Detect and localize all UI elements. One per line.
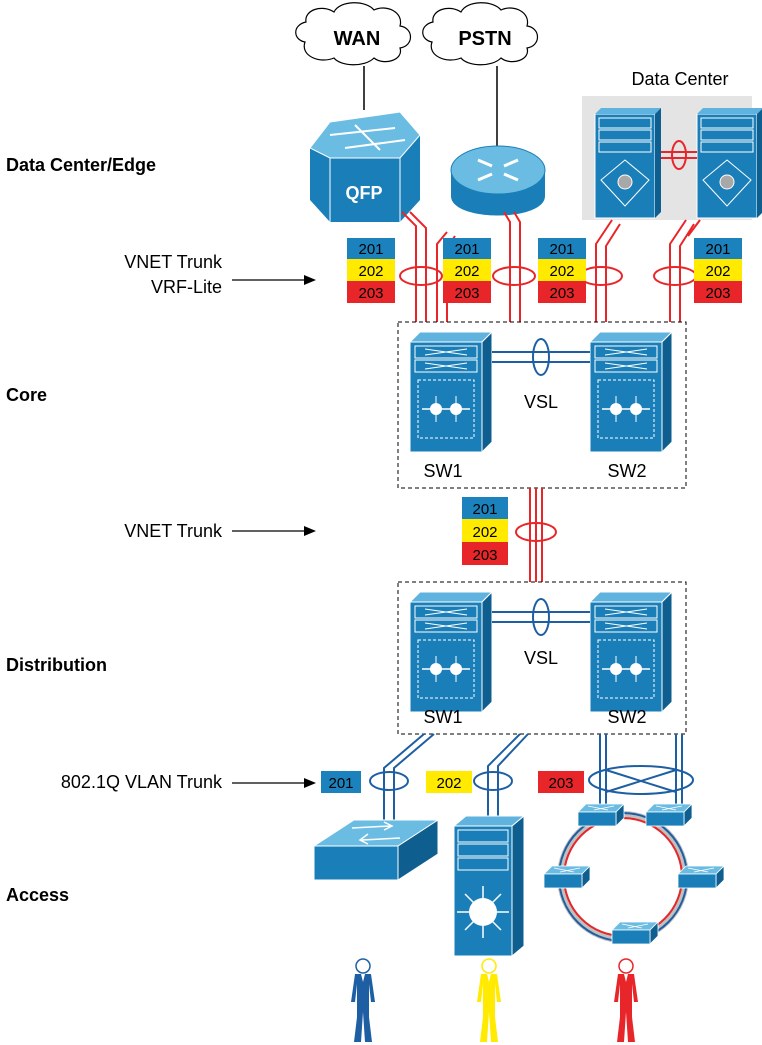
vlan-203-tag: 203: [705, 285, 730, 302]
vlan-tag-stack: 201 202 203: [443, 238, 491, 303]
core-sw2-icon: [589, 331, 673, 453]
layer-distribution-label: Distribution: [6, 655, 107, 675]
edge-core-links: [401, 211, 701, 322]
distribution-vss-box: [397, 581, 687, 735]
dist-sw1-icon: [409, 591, 493, 713]
vlan-tag-stack: 201 202 203: [462, 497, 508, 565]
core-sw1-icon: [409, 331, 493, 453]
vlan-tag-stack: 201 202 203: [694, 238, 742, 303]
vlan-tag-stack: 201 202 203: [538, 238, 586, 303]
pstn-cloud: PSTN: [422, 2, 539, 66]
core-sw2-label: SW2: [607, 461, 646, 481]
pstn-router-icon: [450, 145, 546, 216]
arrow-icon: [232, 275, 316, 285]
vnet-trunk-2-label: VNET Trunk: [124, 521, 223, 541]
vlan-202-tag: 202: [358, 263, 383, 280]
layer-access-label: Access: [6, 885, 69, 905]
dot1q-trunk-label: 802.1Q VLAN Trunk: [61, 772, 223, 792]
qfp-router-icon: QFP: [309, 111, 421, 222]
ring-switch-icon: [543, 865, 591, 889]
data-center-box: Data Center: [582, 69, 762, 220]
svg-text:201: 201: [328, 775, 353, 792]
vlan-201-tag: 201: [705, 241, 730, 258]
ring-switch-icon: [645, 803, 693, 827]
ring-switch-icon: [677, 865, 725, 889]
dist-sw1-label: SW1: [423, 707, 462, 727]
access-l2-switch-icon: [312, 819, 440, 881]
dc-switch-1-icon: [594, 108, 661, 219]
vlan-203-tag: 203: [549, 285, 574, 302]
vlan-202-tag: 202: [472, 524, 497, 541]
user-blue-icon: [350, 958, 376, 1043]
layer-edge-label: Data Center/Edge: [6, 155, 156, 175]
user-red-icon: [613, 958, 639, 1043]
core-vsl-label: VSL: [524, 392, 558, 412]
vlan-203-tag: 203: [358, 285, 383, 302]
vlan-201-tag: 201: [358, 241, 383, 258]
vlan-202-tag: 202: [705, 263, 730, 280]
pstn-label: PSTN: [458, 28, 511, 50]
arrow-icon: [232, 778, 316, 788]
dist-vsl-link: [492, 598, 590, 636]
vlan-202-tag: 202: [549, 263, 574, 280]
layer-core-label: Core: [6, 385, 47, 405]
vlan-203-tag: 203: [472, 547, 497, 564]
dist-access-links: [369, 733, 694, 822]
wan-cloud: WAN: [295, 2, 412, 66]
vlan-203-access-tag: 203: [538, 771, 584, 793]
vnet-trunk-label: VNET Trunk: [124, 252, 223, 272]
wan-label: WAN: [334, 28, 381, 50]
core-sw1-label: SW1: [423, 461, 462, 481]
dist-vsl-label: VSL: [524, 648, 558, 668]
vlan-201-access-tag: 201: [321, 771, 361, 793]
svg-text:202: 202: [436, 775, 461, 792]
dc-switch-2-icon: [696, 108, 762, 219]
data-center-label: Data Center: [631, 69, 728, 89]
ring-switch-icon: [611, 921, 659, 945]
access-chassis-switch-icon: [452, 814, 526, 958]
vlan-201-tag: 201: [454, 241, 479, 258]
svg-text:203: 203: [548, 775, 573, 792]
vlan-201-tag: 201: [549, 241, 574, 258]
user-yellow-icon: [476, 958, 502, 1043]
vlan-202-tag: 202: [454, 263, 479, 280]
dist-sw2-label: SW2: [607, 707, 646, 727]
vlan-202-access-tag: 202: [426, 771, 472, 793]
vlan-201-tag: 201: [472, 501, 497, 518]
ring-switch-icon: [577, 803, 625, 827]
core-distribution-links: [515, 488, 557, 582]
vlan-tag-stack: 201 202 203: [347, 238, 395, 303]
dist-sw2-icon: [589, 591, 673, 713]
arrow-icon: [232, 526, 316, 536]
vlan-203-tag: 203: [454, 285, 479, 302]
vrf-lite-label: VRF-Lite: [151, 277, 222, 297]
qfp-label: QFP: [345, 183, 382, 203]
core-vsl-link: [492, 338, 590, 376]
